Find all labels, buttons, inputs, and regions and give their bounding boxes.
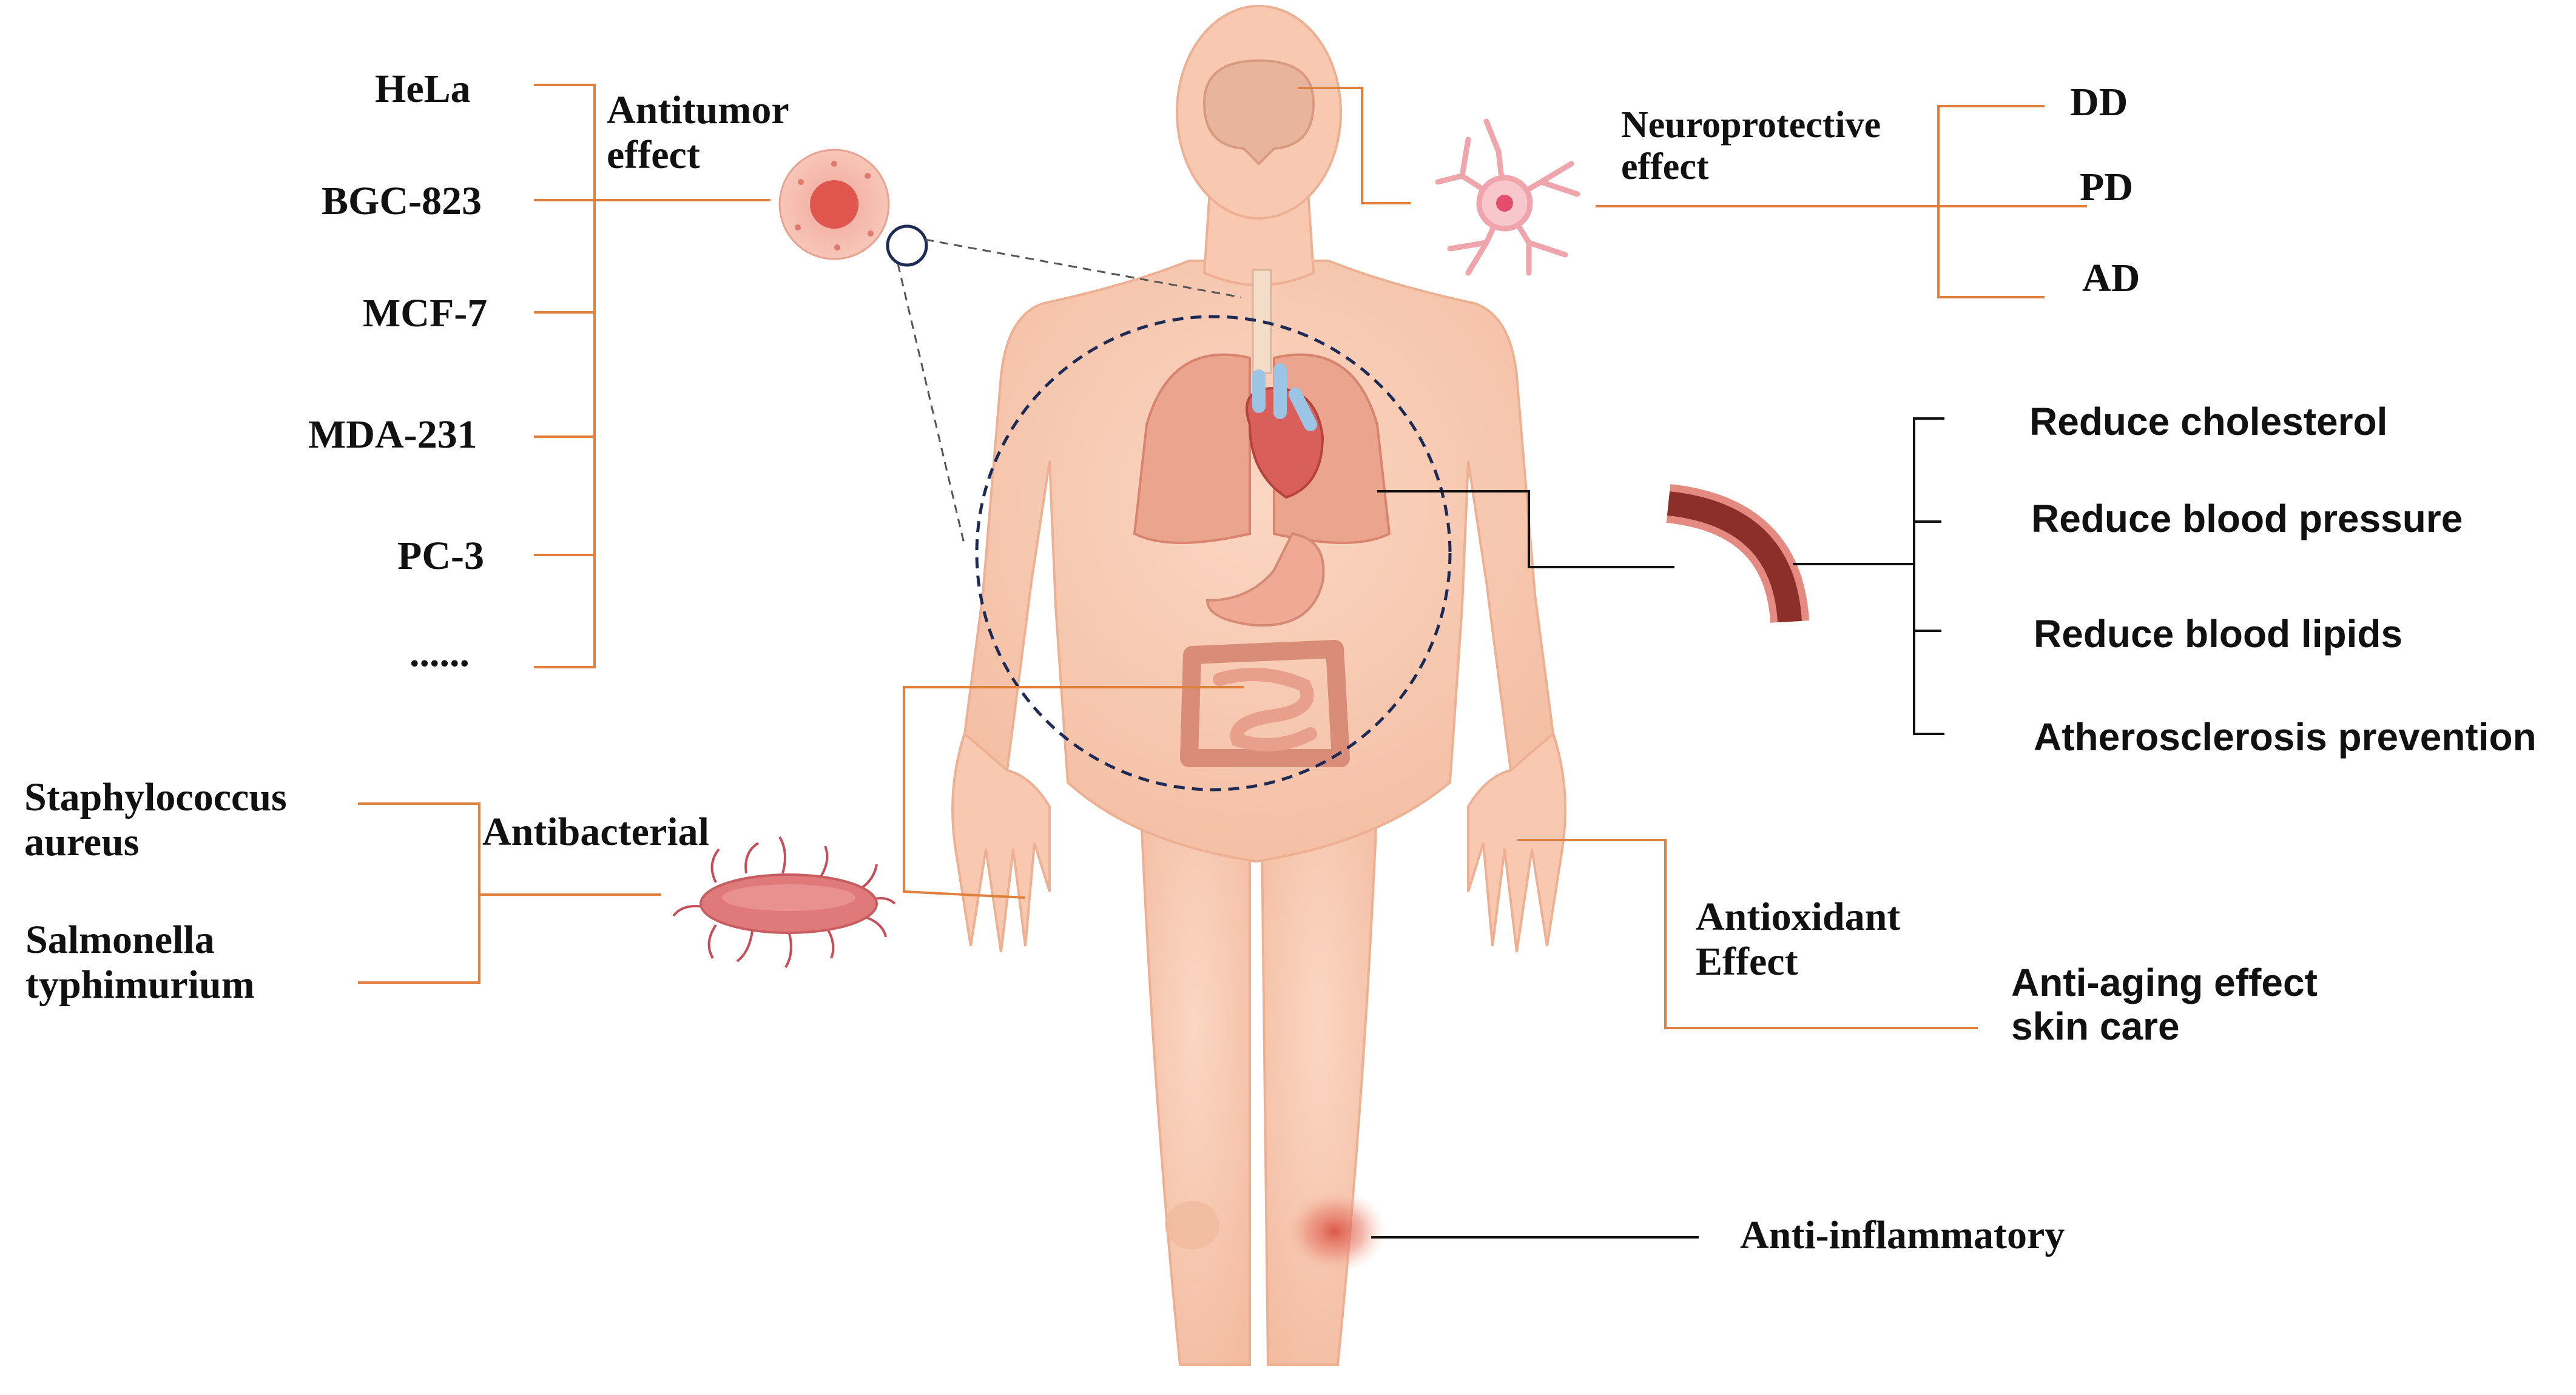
small-zoom-circle: [886, 224, 928, 267]
small-intestine: [1213, 668, 1317, 751]
tumor-cell-icon: [778, 149, 890, 260]
neuroprotective-title-line1: Neuroprotective: [1621, 104, 1881, 146]
cell-line-mda231: MDA-231: [308, 412, 477, 457]
connectors-black: [1371, 417, 1944, 1239]
salmonella-line2: typhimurium: [25, 962, 255, 1007]
cardio-item-blood-lipids: Reduce blood lipids: [2034, 612, 2403, 656]
neuro-item-ad: AD: [2082, 256, 2140, 300]
cell-line-pc3: PC-3: [397, 534, 484, 578]
left-knee: [1165, 1201, 1219, 1249]
antioxidant-sub-line2: skin care: [2011, 1004, 2180, 1048]
neuro-item-pd: PD: [2080, 165, 2133, 209]
antitumor-title: Antitumor effect: [607, 88, 789, 178]
antibacterial-title: Antibacterial: [482, 810, 709, 854]
connectors-orange: [358, 84, 2087, 1029]
cardio-item-blood-pressure: Reduce blood pressure: [2031, 497, 2463, 540]
antitumor-title-line1: Antitumor: [607, 88, 789, 132]
cell-line-ellipsis: ......: [410, 631, 470, 675]
cell-line-hela: HeLa: [375, 67, 471, 111]
right-leg: [1260, 799, 1379, 1366]
salmonella-line1: Salmonella: [25, 918, 215, 962]
cell-line-bgc823: BGC-823: [322, 179, 482, 223]
blood-vessels: [1252, 363, 1317, 431]
zoom-callout: [886, 224, 1452, 792]
brain: [1202, 59, 1315, 166]
neuroprotective-title-line2: effect: [1621, 146, 1709, 188]
bacterium-icon: [672, 836, 896, 969]
right-hand: [1467, 731, 1566, 953]
cardio-item-atherosclerosis: Atherosclerosis prevention: [2034, 715, 2537, 759]
bacterium-salmonella: Salmonella typhimurium: [25, 918, 255, 1007]
neuron-icon: [1435, 118, 1580, 276]
antioxidant-title: Antioxidant Effect: [1696, 895, 1900, 984]
staphylococcus-line2: aureus: [24, 819, 140, 864]
antioxidant-subtitle: Anti-aging effect skin care: [2011, 961, 2318, 1048]
staphylococcus-line1: Staphylococcus: [24, 775, 287, 819]
antioxidant-title-line2: Effect: [1696, 939, 1798, 984]
artery-icon: [1666, 484, 1809, 624]
cell-line-mcf7: MCF-7: [363, 291, 488, 335]
antioxidant-title-line1: Antioxidant: [1696, 895, 1901, 939]
left-leg: [1139, 799, 1251, 1366]
torso: [957, 260, 1560, 863]
human-body: [951, 5, 1566, 1366]
stomach: [1205, 532, 1325, 627]
zoom-circle: [975, 315, 1452, 792]
antitumor-title-line2: effect: [607, 132, 700, 177]
neuroprotective-title: Neuroprotective effect: [1621, 104, 1881, 189]
cardio-item-cholesterol: Reduce cholesterol: [2029, 400, 2388, 443]
anti-inflammatory-title: Anti-inflammatory: [1740, 1213, 2065, 1257]
bacterium-staphylococcus: Staphylococcus aureus: [24, 775, 287, 865]
neuro-item-dd: DD: [2070, 80, 2128, 124]
inflammation-spot: [1283, 1189, 1386, 1274]
left-lung: [1133, 353, 1251, 544]
left-hand: [951, 731, 1051, 953]
large-intestine: [1180, 640, 1350, 767]
antioxidant-sub-line1: Anti-aging effect: [2011, 961, 2318, 1004]
